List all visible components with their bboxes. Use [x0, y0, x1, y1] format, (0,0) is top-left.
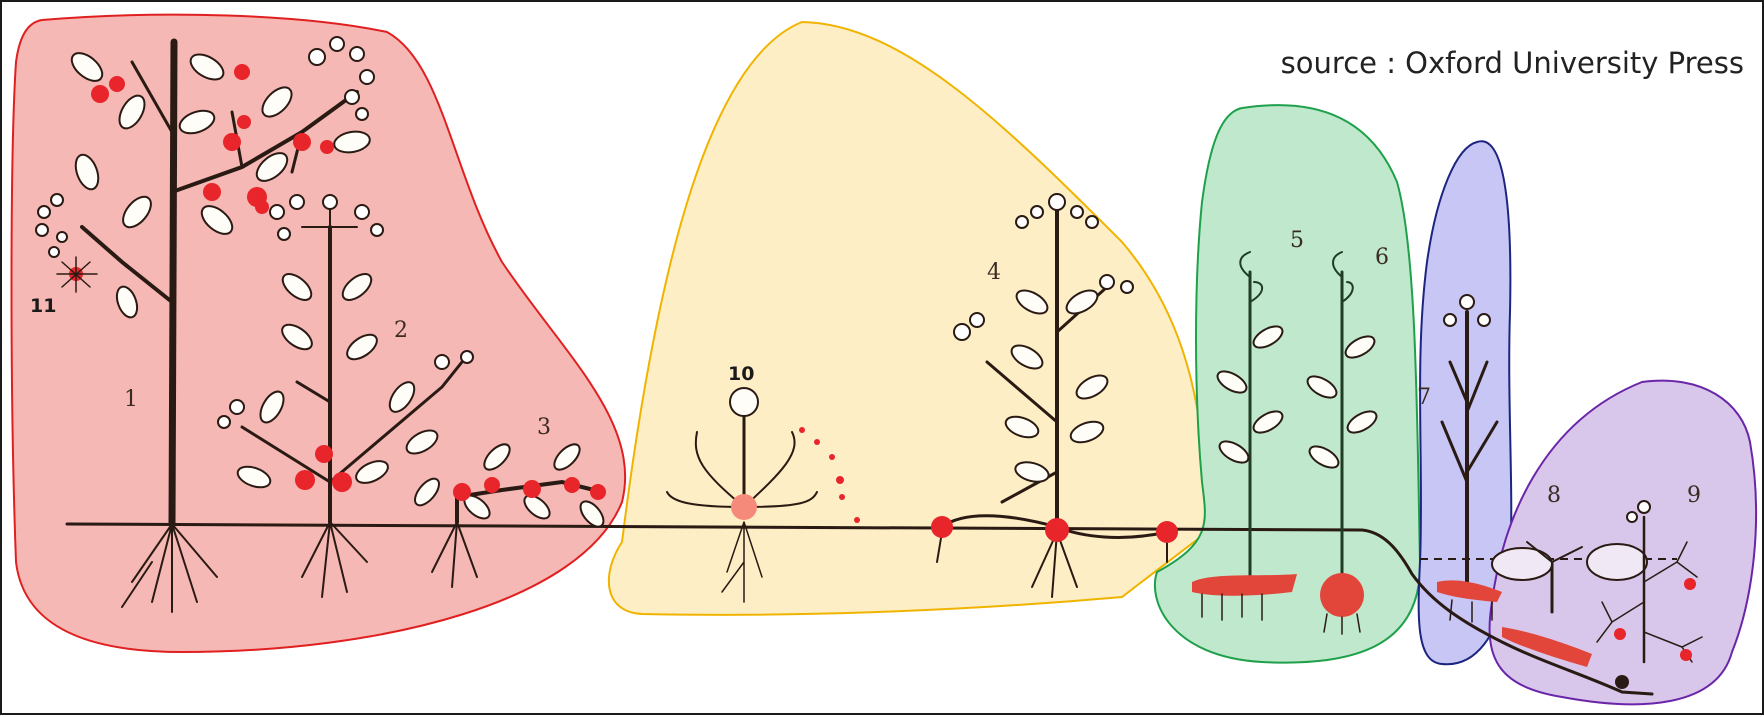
- label-plant-8: 8: [1547, 483, 1561, 508]
- label-plant-10: 10: [728, 363, 754, 385]
- label-plant-4: 4: [987, 260, 1001, 285]
- group-red-blob: [12, 15, 626, 652]
- source-credit: source : Oxford University Press: [1281, 46, 1744, 80]
- label-plant-3: 3: [537, 415, 551, 440]
- label-plant-9: 9: [1687, 483, 1701, 508]
- label-plant-2: 2: [394, 318, 408, 343]
- label-plant-6: 6: [1375, 245, 1389, 270]
- label-plant-5: 5: [1290, 228, 1304, 253]
- label-plant-7: 7: [1417, 385, 1431, 410]
- label-plant-1: 1: [124, 387, 138, 412]
- label-plant-11: 11: [30, 295, 56, 317]
